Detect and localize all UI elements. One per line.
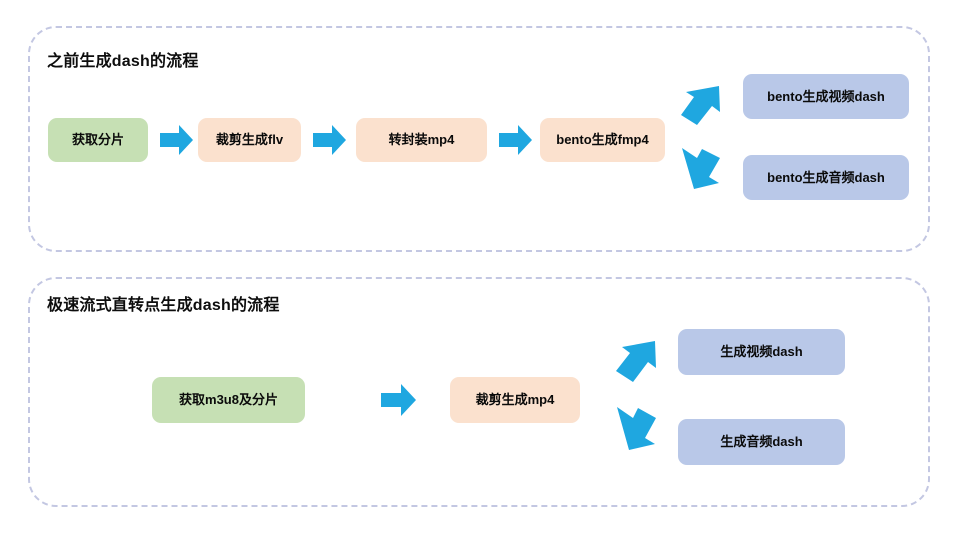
node-cut-generate-mp4: 裁剪生成mp4 [450, 377, 580, 423]
arrow-up-right-icon [610, 339, 660, 383]
node-bento-generate-fmp4: bento生成fmp4 [540, 118, 665, 162]
arrow-down-right-icon [610, 405, 660, 451]
arrow-right-icon [160, 124, 194, 156]
node-get-m3u8-and-slices: 获取m3u8及分片 [152, 377, 305, 423]
node-get-slice: 获取分片 [48, 118, 148, 162]
section-fast-pipeline [28, 277, 930, 507]
section-legacy-pipeline [28, 26, 930, 252]
node-bento-generate-video-dash: bento生成视频dash [743, 74, 909, 119]
node-generate-audio-dash: 生成音频dash [678, 419, 845, 465]
node-generate-video-dash: 生成视频dash [678, 329, 845, 375]
arrow-right-icon [381, 383, 417, 417]
node-remux-mp4: 转封装mp4 [356, 118, 487, 162]
section-legacy-title: 之前生成dash的流程 [47, 53, 199, 70]
node-cut-generate-flv: 裁剪生成flv [198, 118, 301, 162]
node-bento-generate-audio-dash: bento生成音频dash [743, 155, 909, 200]
section-fast-title: 极速流式直转点生成dash的流程 [47, 297, 280, 314]
arrow-up-right-icon [674, 84, 724, 126]
arrow-down-right-icon [674, 146, 724, 190]
arrow-right-icon [313, 124, 347, 156]
arrow-right-icon [499, 124, 533, 156]
